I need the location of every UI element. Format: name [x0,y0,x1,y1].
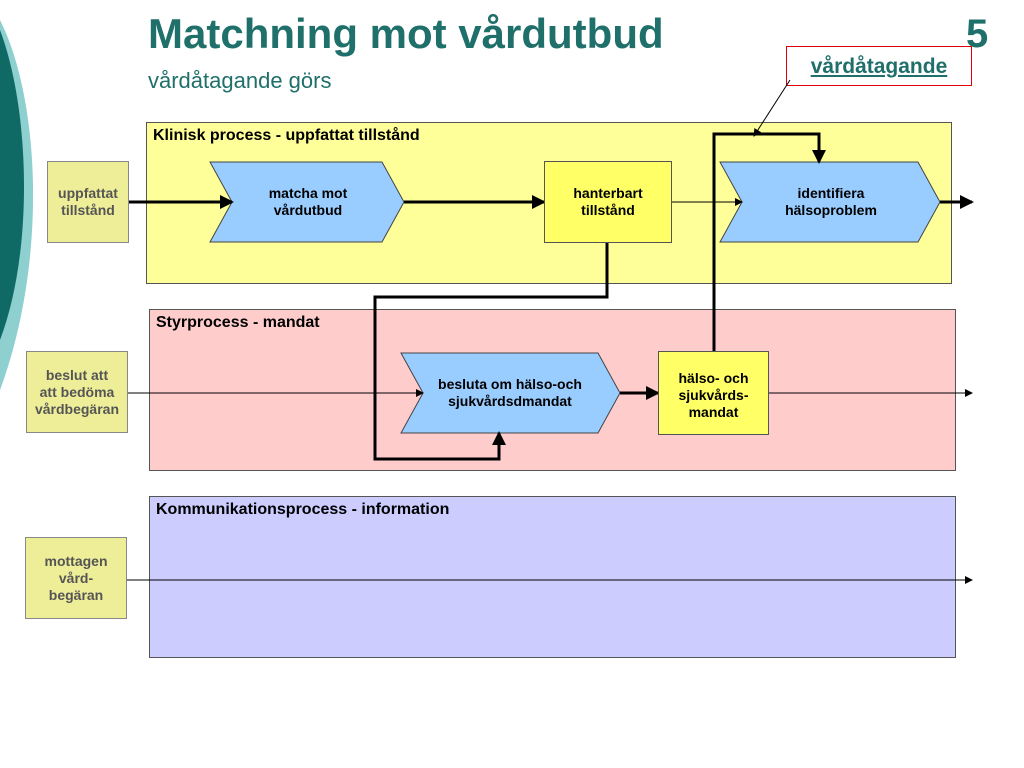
lane-communication-process: Kommunikationsprocess - information [149,496,956,658]
connector-mandate-to-identify [712,132,826,351]
input-perceived-condition: uppfattat tillstånd [47,161,129,243]
decor-swoosh-dark [0,30,25,340]
state-health-care-mandate: hälso- och sjukvårds- mandat [658,351,769,435]
page-subtitle: vårdåtagande görs [148,68,332,93]
input-received-care-request: mottagen vård- begäran [25,537,127,619]
lane-label-clinical: Klinisk process - uppfattat tillstånd [153,127,420,144]
slide-decoration [0,20,34,390]
input-decision-to-assess: beslut att att bedöma vårdbegäran [26,351,128,433]
state-manageable-condition: hanterbart tillstånd [544,161,672,243]
callout-pointer [753,79,791,137]
process-label-identify: identifiera hälsoproblem [785,185,877,218]
process-label-match: matcha mot vårdutbud [268,185,348,218]
lane-label-control: Styrprocess - mandat [156,314,320,331]
slide-number: 5 [966,12,989,56]
page-title: Matchning mot vårdutbud [148,10,664,57]
lane-label-communication: Kommunikationsprocess - information [156,501,450,518]
connector-manageable-to-decide [373,243,609,461]
callout-vardatagande: vårdåtagande [786,46,972,86]
process-label-decide: besluta om hälso-och sjukvårdsdmandat [438,376,582,409]
